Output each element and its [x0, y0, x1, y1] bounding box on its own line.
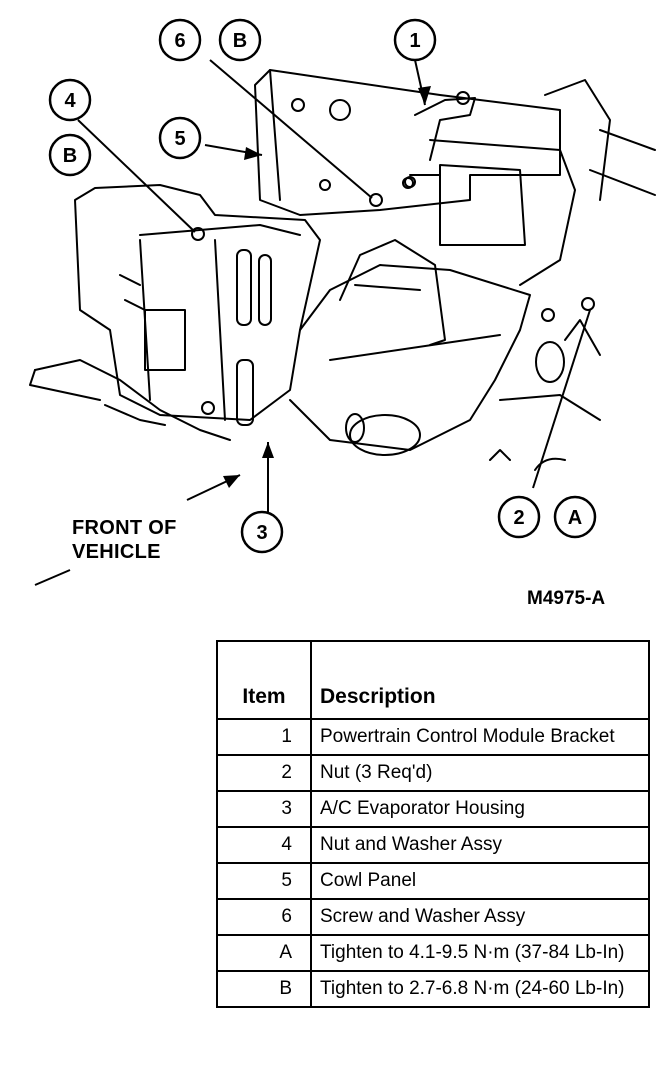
svg-text:1: 1 — [409, 30, 420, 52]
callout-1: 1 — [393, 18, 437, 62]
description-cell: Cowl Panel — [310, 862, 650, 900]
item-cell: 4 — [216, 826, 312, 864]
callout-6: 6 — [158, 18, 202, 62]
svg-text:6: 6 — [174, 30, 185, 52]
item-cell: 5 — [216, 862, 312, 900]
svg-text:A: A — [568, 507, 582, 529]
item-cell: 3 — [216, 790, 312, 828]
item-cell: 1 — [216, 718, 312, 756]
header-item: Item — [216, 640, 312, 720]
callout-3: 3 — [240, 510, 284, 554]
exploded-view-illustration: 1 6 B 4 5 B 3 2 — [29, 18, 656, 586]
evaporator-housing-drawing — [29, 184, 321, 441]
svg-text:2: 2 — [513, 507, 524, 529]
callout-a: A — [553, 495, 597, 539]
pcm-bracket-drawing — [404, 91, 576, 286]
item-cell: B — [216, 970, 312, 1008]
callout-b-top: B — [218, 18, 262, 62]
description-cell: Tighten to 2.7-6.8 N·m (24-60 Lb-In) — [310, 970, 650, 1008]
callout-5: 5 — [158, 116, 202, 160]
svg-text:B: B — [233, 30, 247, 52]
callout-b-left: B — [48, 133, 92, 177]
description-cell: Nut (3 Req'd) — [310, 754, 650, 792]
figure-id: M4975-A — [527, 588, 606, 609]
description-cell: Nut and Washer Assy — [310, 826, 650, 864]
item-cell: 6 — [216, 898, 312, 936]
leader-lines — [34, 59, 591, 586]
callouts: 1 6 B 4 5 B 3 2 — [48, 18, 597, 554]
description-cell: A/C Evaporator Housing — [310, 790, 650, 828]
callout-4: 4 — [48, 78, 92, 122]
callout-2: 2 — [497, 495, 541, 539]
blower-duct-drawing — [289, 177, 601, 471]
svg-text:4: 4 — [64, 90, 76, 112]
cowl-panel-drawing — [254, 69, 656, 216]
header-description: Description — [310, 640, 650, 720]
description-cell: Tighten to 4.1-9.5 N·m (37-84 Lb-In) — [310, 934, 650, 972]
front-of-vehicle-label: FRONT OF VEHICLE — [72, 517, 177, 563]
description-cell: Screw and Washer Assy — [310, 898, 650, 936]
description-cell: Powertrain Control Module Bracket — [310, 718, 650, 756]
table-header-row: Item Description — [216, 640, 650, 720]
leader-arrowheads — [223, 86, 431, 488]
svg-text:3: 3 — [256, 522, 267, 544]
svg-text:B: B — [63, 145, 77, 167]
item-cell: 2 — [216, 754, 312, 792]
item-cell: A — [216, 934, 312, 972]
svg-text:5: 5 — [174, 128, 185, 150]
